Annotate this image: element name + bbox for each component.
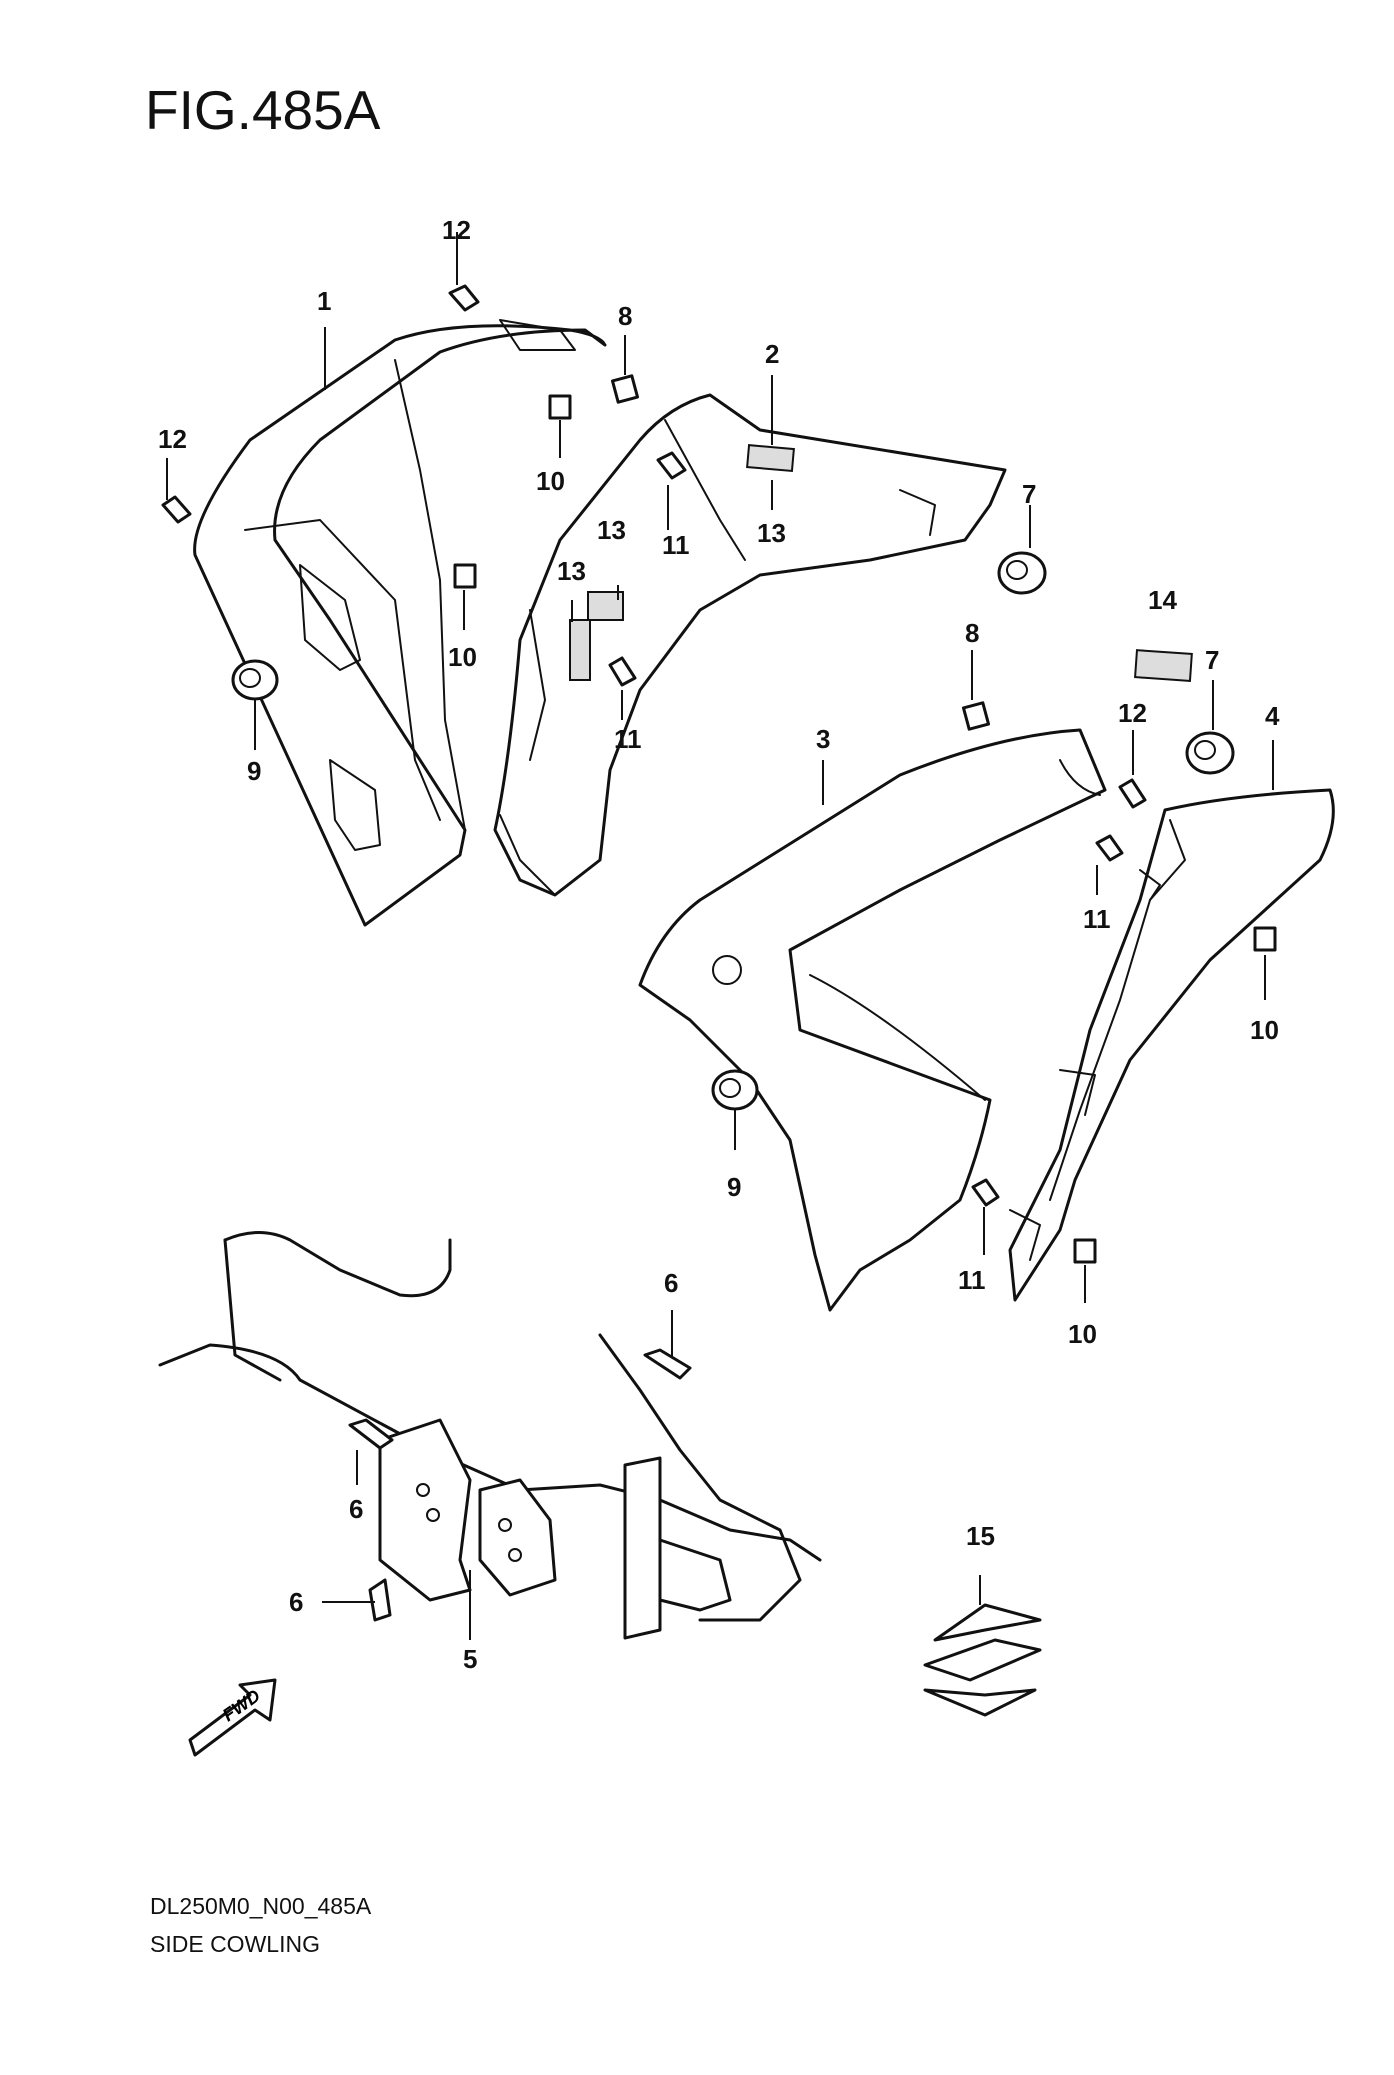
bolt-6-c[interactable] bbox=[368, 1578, 392, 1622]
callout-12-a: 12 bbox=[442, 215, 471, 245]
part-5-bracket[interactable] bbox=[158, 1231, 822, 1640]
callout-labels: 1 2 3 4 5 6 6 6 7 7 8 8 9 9 10 10 10 10 … bbox=[158, 215, 1280, 1674]
grommet-9-left[interactable] bbox=[231, 659, 279, 701]
callout-5: 5 bbox=[463, 1644, 477, 1674]
part-14-label[interactable] bbox=[1134, 649, 1193, 682]
callout-10-a: 10 bbox=[536, 466, 565, 496]
callout-4: 4 bbox=[1265, 701, 1280, 731]
callout-6-b: 6 bbox=[349, 1494, 363, 1524]
bolt-6-b[interactable] bbox=[348, 1418, 394, 1450]
part-4-right-cowling[interactable] bbox=[1008, 788, 1335, 1302]
callout-8-b: 8 bbox=[965, 618, 979, 648]
callout-12-c: 12 bbox=[1118, 698, 1147, 728]
callout-14: 14 bbox=[1148, 585, 1177, 615]
figure-caption: SIDE COWLING bbox=[150, 1931, 320, 1957]
callout-3: 3 bbox=[816, 724, 830, 754]
fwd-arrow-icon: FWD bbox=[188, 1678, 277, 1757]
callout-12-b: 12 bbox=[158, 424, 187, 454]
grommet-7-upper[interactable] bbox=[997, 551, 1047, 595]
callout-8-a: 8 bbox=[618, 301, 632, 331]
clip-nut-10-b[interactable] bbox=[453, 563, 477, 589]
callout-10-c: 10 bbox=[1250, 1015, 1279, 1045]
grommet-9-right[interactable] bbox=[711, 1069, 759, 1111]
callout-9-b: 9 bbox=[727, 1172, 741, 1202]
screw-12-right[interactable] bbox=[1118, 778, 1147, 809]
callout-1: 1 bbox=[317, 286, 331, 316]
screw-11-b[interactable] bbox=[608, 656, 637, 687]
callout-11-d: 11 bbox=[958, 1265, 986, 1295]
figure-title: FIG.485A bbox=[145, 79, 381, 141]
callout-9-a: 9 bbox=[247, 756, 261, 786]
clip-nut-10-d[interactable] bbox=[1073, 1238, 1097, 1264]
bolt-6-a[interactable] bbox=[643, 1348, 692, 1380]
callout-7-a: 7 bbox=[1022, 479, 1036, 509]
leader-lines bbox=[166, 232, 1274, 1640]
part-15-emblem[interactable] bbox=[923, 1603, 1042, 1717]
screw-12-left[interactable] bbox=[161, 495, 192, 524]
clip-nut-10-a[interactable] bbox=[548, 394, 572, 420]
callout-13-b: 13 bbox=[597, 515, 626, 545]
callout-11-b: 11 bbox=[614, 724, 642, 754]
callout-11-c: 11 bbox=[1083, 904, 1111, 934]
callout-7-b: 7 bbox=[1205, 645, 1219, 675]
callout-15: 15 bbox=[966, 1521, 995, 1551]
callout-10-b: 10 bbox=[448, 642, 477, 672]
screw-12-top[interactable] bbox=[448, 284, 480, 312]
callout-10-d: 10 bbox=[1068, 1319, 1097, 1349]
clip-nut-8-upper[interactable] bbox=[610, 374, 640, 404]
callout-13-c: 13 bbox=[557, 556, 586, 586]
part-3-outer-cowling[interactable] bbox=[638, 728, 1107, 1312]
screw-11-c[interactable] bbox=[1095, 834, 1124, 862]
callout-6-c: 6 bbox=[289, 1587, 303, 1617]
part-1-side-cowling-left[interactable] bbox=[193, 319, 607, 927]
clip-nut-8-lower[interactable] bbox=[961, 701, 991, 731]
callout-2: 2 bbox=[765, 339, 779, 369]
callout-6-a: 6 bbox=[664, 1268, 678, 1298]
grommet-7-lower[interactable] bbox=[1185, 731, 1235, 775]
screw-11-a[interactable] bbox=[656, 451, 687, 480]
callout-13-a: 13 bbox=[757, 518, 786, 548]
callout-11-a: 11 bbox=[662, 530, 690, 560]
part-2-inner-panel[interactable] bbox=[493, 393, 1007, 897]
screw-11-d[interactable] bbox=[971, 1178, 1000, 1207]
clip-nut-10-c[interactable] bbox=[1253, 926, 1277, 952]
figure-code: DL250M0_N00_485A bbox=[150, 1893, 372, 1919]
